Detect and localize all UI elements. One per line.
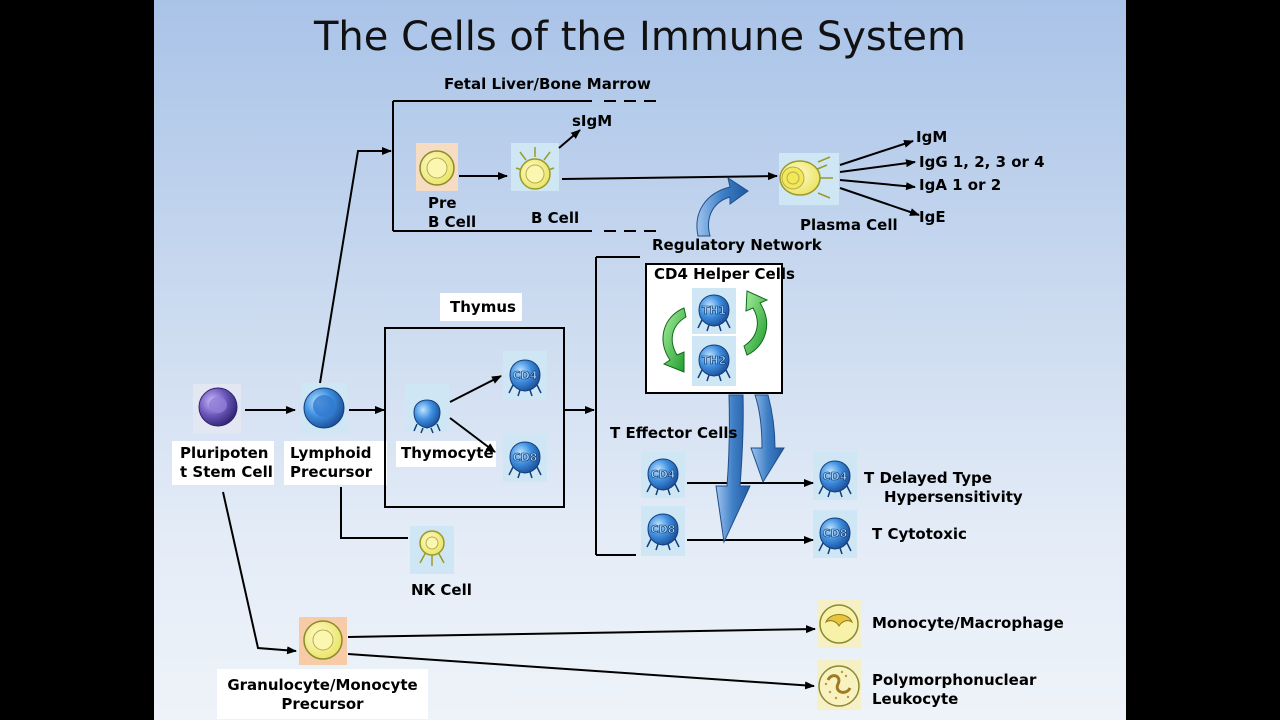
stem-cell-icon <box>198 387 238 427</box>
cell-marker-label: TH1 <box>702 304 726 317</box>
thymus-box <box>384 327 565 508</box>
stem-label-box <box>172 441 274 485</box>
plasma-cell-label: Plasma Cell <box>800 216 898 234</box>
monocyte-icon <box>819 604 859 644</box>
big-down-arrow-2 <box>750 394 785 484</box>
effector-cd4-cell-icon: CD4 <box>646 458 680 496</box>
big-down-arrow-1 <box>715 394 751 544</box>
thymus-cd8-cell-icon: CD8 <box>508 441 542 479</box>
t-delayed-label-2: Hypersensitivity <box>884 488 1023 506</box>
thymus-label: Thymus <box>450 298 516 316</box>
cell-marker-label: CD8 <box>823 527 848 540</box>
lineage-arrows <box>222 129 920 690</box>
cell-marker-label: CD4 <box>651 468 676 481</box>
thymocyte-label: Thymocyte <box>401 444 494 462</box>
green-cycle-arrow-left <box>662 307 687 373</box>
granulocyte-label-1: Granulocyte/Monocyte <box>227 676 418 694</box>
thymocyte-label-box <box>396 441 496 467</box>
cd4-helper-label: CD4 Helper Cells <box>654 265 795 283</box>
t-effector-label: T Effector Cells <box>610 424 738 442</box>
sigm-label: sIgM <box>572 112 613 130</box>
b-cell-icon <box>515 147 555 190</box>
slide-title: The Cells of the Immune System <box>314 14 966 60</box>
stem-cell-label-1: Pluripoten <box>180 444 269 462</box>
igg-label: IgG 1, 2, 3 or 4 <box>919 153 1045 171</box>
cell-marker-label: TH2 <box>702 354 726 367</box>
igm-label: IgM <box>916 128 948 146</box>
thymocyte-icon <box>413 399 441 434</box>
plasma-cell-icon <box>779 156 833 199</box>
pmn-label-1: Polymorphonuclear <box>872 671 1037 689</box>
regulatory-network-label: Regulatory Network <box>652 236 822 254</box>
stem-cell-label-2: t Stem Cell <box>180 463 273 481</box>
granulocyte-label-2: Precursor <box>281 695 364 713</box>
delayed-cd4-cell-icon: CD4 <box>818 460 852 498</box>
pmn-leukocyte-icon <box>818 665 860 707</box>
cell-marker-label: CD4 <box>513 369 538 382</box>
lymphoid-label-box <box>284 441 387 485</box>
granulocyte-precursor-icon <box>303 620 343 660</box>
th1-cell-icon: TH1 <box>697 294 731 332</box>
iga-label: IgA 1 or 2 <box>919 176 1002 194</box>
nk-cell-icon <box>419 530 445 566</box>
effector-cd8-cell-icon: CD8 <box>646 513 680 551</box>
thymus-label-box <box>440 293 522 321</box>
lymphoid-label-2: Precursor <box>290 463 373 481</box>
b-lineage-lines <box>392 100 660 232</box>
b-cell-label: B Cell <box>531 209 580 227</box>
pre-label: Pre <box>428 194 457 212</box>
thymus-cd4-cell-icon: CD4 <box>508 359 542 397</box>
pre-b-cell-icon <box>419 150 455 186</box>
monocyte-label: Monocyte/Macrophage <box>872 614 1064 632</box>
lymphoid-cell-icon <box>303 387 345 429</box>
slide-background <box>154 0 1126 720</box>
nk-cell-label: NK Cell <box>411 581 472 599</box>
cell-marker-label: CD8 <box>651 523 676 536</box>
lymphoid-label-1: Lymphoid <box>290 444 372 462</box>
pre-b-cell-label: B Cell <box>428 213 477 231</box>
cell-marker-label: CD8 <box>513 451 538 464</box>
green-cycle-arrow-right <box>743 290 769 356</box>
cytotoxic-cd8-cell-icon: CD8 <box>818 517 852 555</box>
cell-marker-label: CD4 <box>823 470 848 483</box>
fetal-liver-label: Fetal Liver/Bone Marrow <box>444 75 651 93</box>
t-cytotoxic-label: T Cytotoxic <box>872 525 967 543</box>
ige-label: IgE <box>919 208 946 226</box>
granulocyte-label-box <box>217 669 428 719</box>
pmn-label-2: Leukocyte <box>872 690 959 708</box>
th2-cell-icon: TH2 <box>697 344 731 382</box>
regulatory-curved-arrow <box>696 176 749 237</box>
t-delayed-label-1: T Delayed Type <box>864 469 992 487</box>
